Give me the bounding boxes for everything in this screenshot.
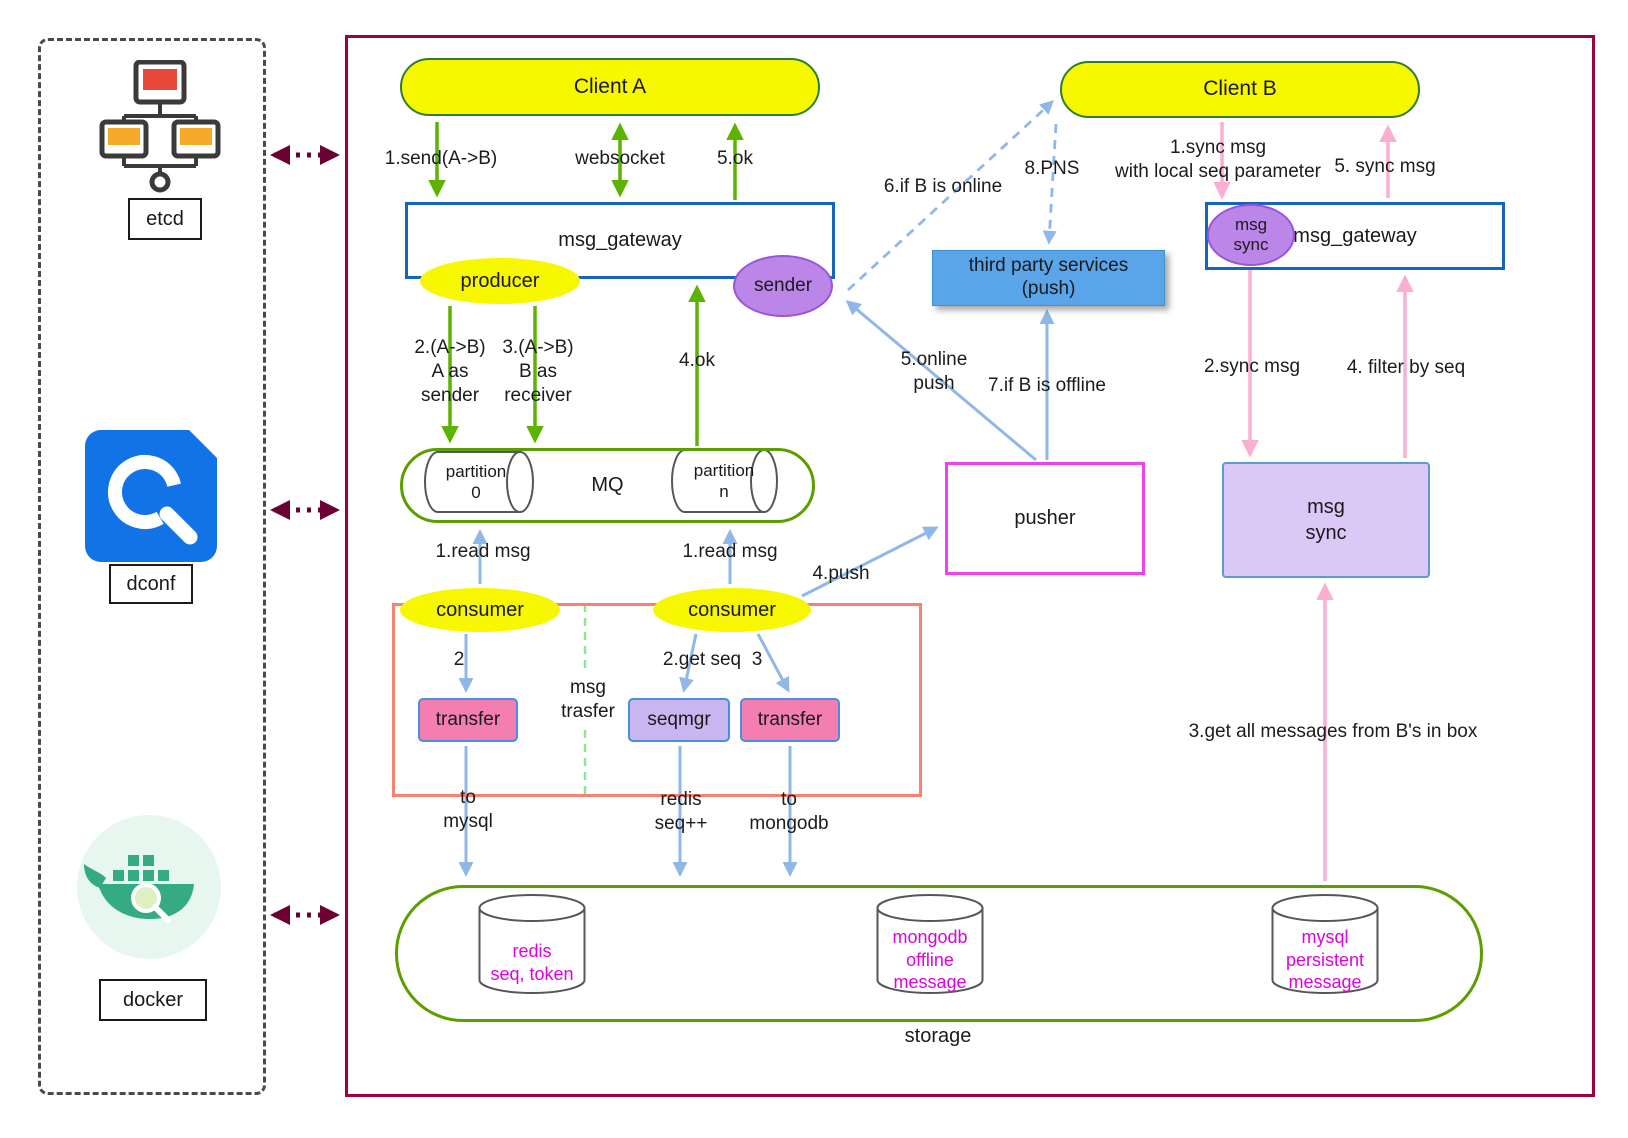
label-get-all: 3.get all messages from B's in box — [1188, 721, 1478, 742]
mq-node: MQ — [400, 448, 815, 523]
seqmgr-node: seqmgr — [628, 698, 730, 742]
partition-n-label: partition n — [693, 460, 755, 501]
label-if-online: 6.if B is online — [883, 176, 1003, 197]
green-arrows — [428, 122, 744, 446]
arrow-4push — [801, 526, 939, 598]
label-b-as-receiver: 3.(A->B) B as receiver — [502, 337, 574, 406]
blue-arrows — [458, 300, 1055, 877]
label-send-ab: 1.send(A->B) — [384, 148, 498, 169]
msg-gateway-right-node: msg_gateway — [1205, 202, 1505, 270]
label-get-seq: 2.get seq — [662, 649, 742, 670]
label-4push: 4.push — [812, 563, 870, 584]
mysql-db-label: mysql persistent message — [1285, 927, 1365, 992]
label-read-msg-right: 1.read msg — [682, 541, 778, 562]
label-step2: 2 — [453, 649, 465, 670]
label-sync-msg5: 5. sync msg — [1334, 156, 1436, 177]
label-if-offline: 7.if B is offline — [988, 375, 1106, 396]
msg-sync-box-node: msg sync — [1222, 462, 1430, 578]
client-b-node: Client B — [1060, 61, 1420, 118]
partition-shapes — [424, 449, 778, 513]
pusher-node: pusher — [945, 462, 1145, 575]
docker-label: docker — [99, 979, 207, 1021]
etcd-label: etcd — [128, 198, 202, 240]
partition0-cap — [506, 451, 534, 513]
partition-n-body — [671, 449, 765, 513]
label-to-mongodb: to mongodb — [749, 789, 829, 834]
msg-trasfer-label: msg trasfer — [548, 672, 628, 728]
third-party-services-node: third party services (push) — [932, 250, 1165, 306]
dconf-icon — [85, 430, 217, 562]
client-a-node: Client A — [400, 58, 820, 116]
mongodb-cylinder-top — [876, 894, 984, 922]
arrow-pns — [1042, 123, 1058, 245]
etcd-icon — [99, 60, 221, 193]
docker-icon — [77, 815, 221, 959]
redis-db-label: redis seq, token — [490, 941, 574, 984]
pink-arrows — [1213, 122, 1414, 881]
label-to-mysql: to mysql — [443, 787, 493, 832]
label-a-as-sender: 2.(A->B) A as sender — [414, 337, 486, 406]
label-filter-by-seq: 4. filter by seq — [1346, 357, 1466, 378]
label-sync-msg2: 2.sync msg — [1203, 356, 1301, 377]
mysql-cylinder-top — [1271, 894, 1379, 922]
redis-cylinder-body — [478, 907, 586, 994]
label-redis-seq: redis seq++ — [654, 789, 708, 834]
mongodb-db-label: mongodb offline message — [892, 927, 968, 992]
arrow-step3 — [756, 633, 790, 693]
arrow-if-online — [847, 100, 1055, 292]
consumer-left-node: consumer — [400, 588, 560, 632]
consumer-right-node: consumer — [653, 588, 811, 632]
main-frame — [345, 35, 1595, 1097]
redis-cylinder-top — [478, 894, 586, 922]
label-online-push: 5.online push — [900, 349, 968, 394]
blue-dashed-arrows — [847, 100, 1058, 292]
label-4ok: 4.ok — [679, 350, 715, 371]
label-websocket: websocket — [575, 148, 665, 169]
msg-sync-badge: msg sync — [1207, 204, 1295, 266]
partition0-label: partition 0 — [445, 461, 507, 502]
label-5ok: 5.ok — [717, 148, 753, 169]
transfer-left-node: transfer — [418, 698, 518, 742]
label-read-msg-left: 1.read msg — [435, 541, 531, 562]
label-sync-local: 1.sync msg with local seq parameter — [1115, 137, 1321, 182]
storage-label: storage — [904, 1025, 972, 1047]
mysql-cylinder-body — [1271, 907, 1379, 994]
sidebar-panel — [38, 38, 266, 1095]
mongodb-cylinder-body — [876, 907, 984, 994]
label-pns: 8.PNS — [1024, 158, 1080, 179]
label-step3: 3 — [751, 649, 763, 670]
producer-node: producer — [420, 258, 580, 304]
storage-node — [395, 885, 1483, 1022]
sender-node: sender — [733, 255, 833, 317]
arrow-online-push — [845, 300, 1037, 462]
transfer-right-node: transfer — [740, 698, 840, 742]
msg-gateway-left-node: msg_gateway — [405, 202, 835, 279]
sidebar-link-arrows — [270, 145, 340, 925]
db-cylinders — [478, 894, 1379, 994]
dconf-label: dconf — [109, 564, 193, 604]
arrow-get-seq — [679, 633, 698, 693]
